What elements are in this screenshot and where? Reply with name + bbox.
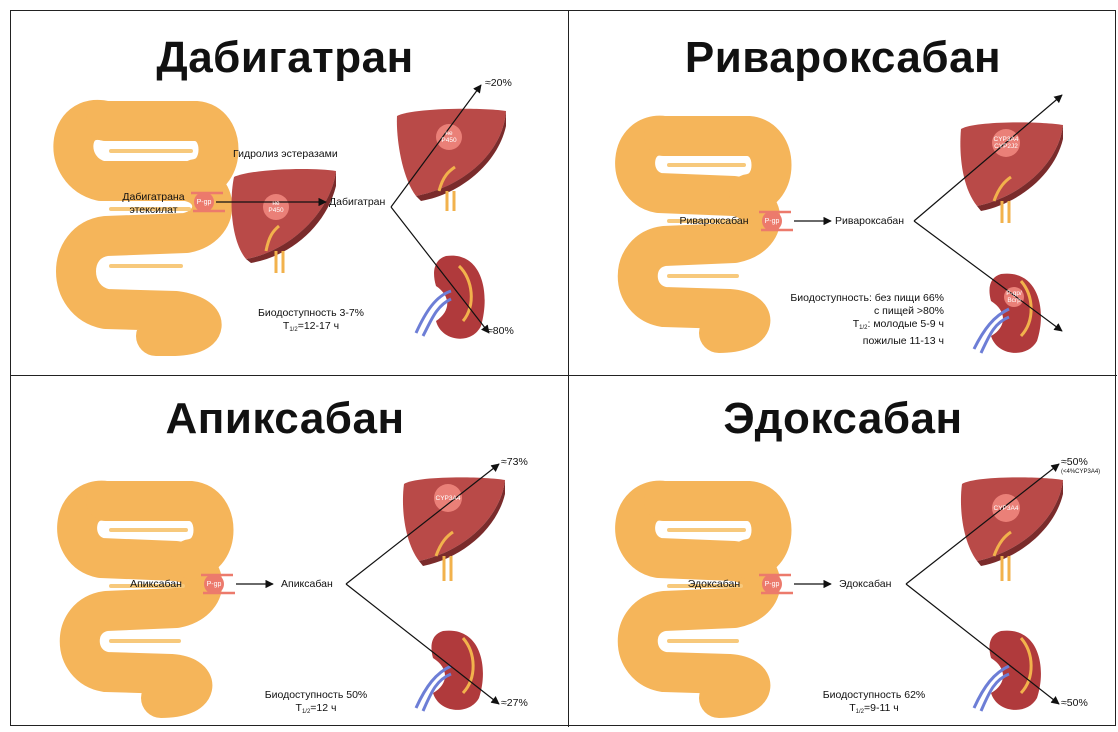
- half-life-value: : молодые 5-9 ч: [867, 318, 944, 330]
- enzyme-line-2: P450: [436, 137, 462, 144]
- kidney-icon: [416, 256, 485, 339]
- half-life: T1/2=12-17 ч: [236, 320, 386, 337]
- kidney-enzyme: P-gp/ Bcrp: [1001, 290, 1027, 304]
- liver-percent: ≈73%: [501, 456, 528, 469]
- mid-label: Апиксабан: [281, 578, 333, 591]
- panel-title: Дабигатран: [11, 33, 559, 83]
- bioavailability-food: с пищей >80%: [769, 305, 944, 318]
- gut-label-line-2: этексилат: [106, 204, 201, 217]
- liver-percent: ≈20%: [485, 77, 512, 90]
- enzyme-line-1: не: [263, 200, 289, 207]
- half-life-value: =12 ч: [310, 702, 336, 714]
- half-life: T1/2=12 ч: [241, 702, 391, 719]
- mid-label: Ривароксабан: [835, 215, 904, 228]
- half-life-elderly: пожилые 11-13 ч: [769, 335, 944, 348]
- liver-icon-2: [397, 109, 506, 211]
- bioavailability: Биодоступность 62%: [799, 689, 949, 702]
- liver-percent: ≈50%: [1061, 456, 1088, 469]
- bioavailability: Биодоступность 3-7%: [236, 307, 386, 320]
- panel-edoxaban: Эдоксабан Эдоксабан P-gp Эдоксабан CYP3A…: [569, 376, 1117, 732]
- kidney-percent: ≈27%: [501, 697, 528, 710]
- gut-label: Эдоксабан: [669, 578, 759, 591]
- intestine-icon: [635, 501, 771, 698]
- pgp-label: P-gp: [762, 581, 782, 588]
- half-life: T1/2=9-11 ч: [799, 702, 949, 719]
- panel-title: Эдоксабан: [569, 394, 1117, 444]
- half-life-value: =9-11 ч: [864, 702, 899, 714]
- gut-label: Апиксабан: [111, 578, 201, 591]
- arrow-kidney: [346, 584, 499, 704]
- kidney-icon: [416, 631, 483, 711]
- bioavailability: Биодоступность 50%: [241, 689, 391, 702]
- half-life-sub: 1/2: [289, 327, 297, 333]
- liver-icon: [403, 477, 505, 581]
- kidney-icon: [974, 274, 1041, 353]
- kidney-percent: ≈50%: [1061, 697, 1088, 710]
- enzyme-line-1: P-gp/: [1001, 290, 1027, 297]
- liver-percent-note: (<4%CYP3A4): [1061, 469, 1100, 476]
- half-life-sub: 1/2: [856, 709, 864, 715]
- pgp-label: P-gp: [762, 218, 782, 225]
- enzyme-line-2: Bcrp: [1001, 297, 1027, 304]
- gut-label: Ривароксабан: [669, 215, 759, 228]
- panel-apixaban: Апиксабан Апиксабан P-gp Апиксабан CYP3A…: [11, 376, 559, 732]
- panel-rivaroxaban: Ривароксабан Ривароксабан P-gp Риварокса…: [569, 11, 1117, 367]
- intestine-icon: [73, 120, 218, 336]
- liver-icon-1: [232, 169, 336, 273]
- enzyme-line-2: CYP2J2: [991, 143, 1021, 150]
- intestine-icon: [635, 136, 771, 333]
- liver-enzyme: CYP3A4 CYP2J2: [991, 136, 1021, 150]
- arrow-kidney: [906, 584, 1059, 704]
- pk-info: Биодоступность: без пищи 66% с пищей >80…: [769, 292, 944, 348]
- panel-dabigatran: Дабигатран Дабигатрана этексилат P-gp Ги…: [11, 11, 559, 367]
- hydrolysis-label: Гидролиз эстеразами: [233, 148, 338, 161]
- enzyme-line-2: P450: [263, 207, 289, 214]
- enzyme-line-1: CYP3A4: [991, 136, 1021, 143]
- mid-label: Дабигатран: [329, 196, 385, 209]
- pk-info: Биодоступность 62% T1/2=9-11 ч: [799, 689, 949, 719]
- pgp-label: P-gp: [204, 581, 224, 588]
- gut-label-line-1: Дабигатрана: [106, 191, 201, 204]
- panel-title: Апиксабан: [11, 394, 559, 444]
- liver-enzyme: CYP3A4: [433, 495, 463, 502]
- kidney-icon: [974, 631, 1041, 711]
- liver-enzyme-1: не P450: [263, 200, 289, 214]
- pgp-label: P-gp: [194, 199, 214, 206]
- gut-label: Дабигатрана этексилат: [106, 191, 201, 217]
- figure-grid: Дабигатран Дабигатрана этексилат P-gp Ги…: [10, 10, 1116, 726]
- enzyme-line-1: не: [436, 130, 462, 137]
- kidney-percent: ≈80%: [487, 325, 514, 338]
- intestine-icon: [77, 501, 213, 698]
- liver-enzyme-2: не P450: [436, 130, 462, 144]
- pk-info: Биодоступность 50% T1/2=12 ч: [241, 689, 391, 719]
- liver-enzyme: CYP3A4: [991, 505, 1021, 512]
- bioavailability: Биодоступность: без пищи 66%: [769, 292, 944, 305]
- half-life: T1/2: молодые 5-9 ч: [769, 318, 944, 335]
- pk-info: Биодоступность 3-7% T1/2=12-17 ч: [236, 307, 386, 337]
- half-life-value: =12-17 ч: [298, 320, 339, 332]
- panel-title: Ривароксабан: [569, 33, 1117, 83]
- mid-label: Эдоксабан: [839, 578, 891, 591]
